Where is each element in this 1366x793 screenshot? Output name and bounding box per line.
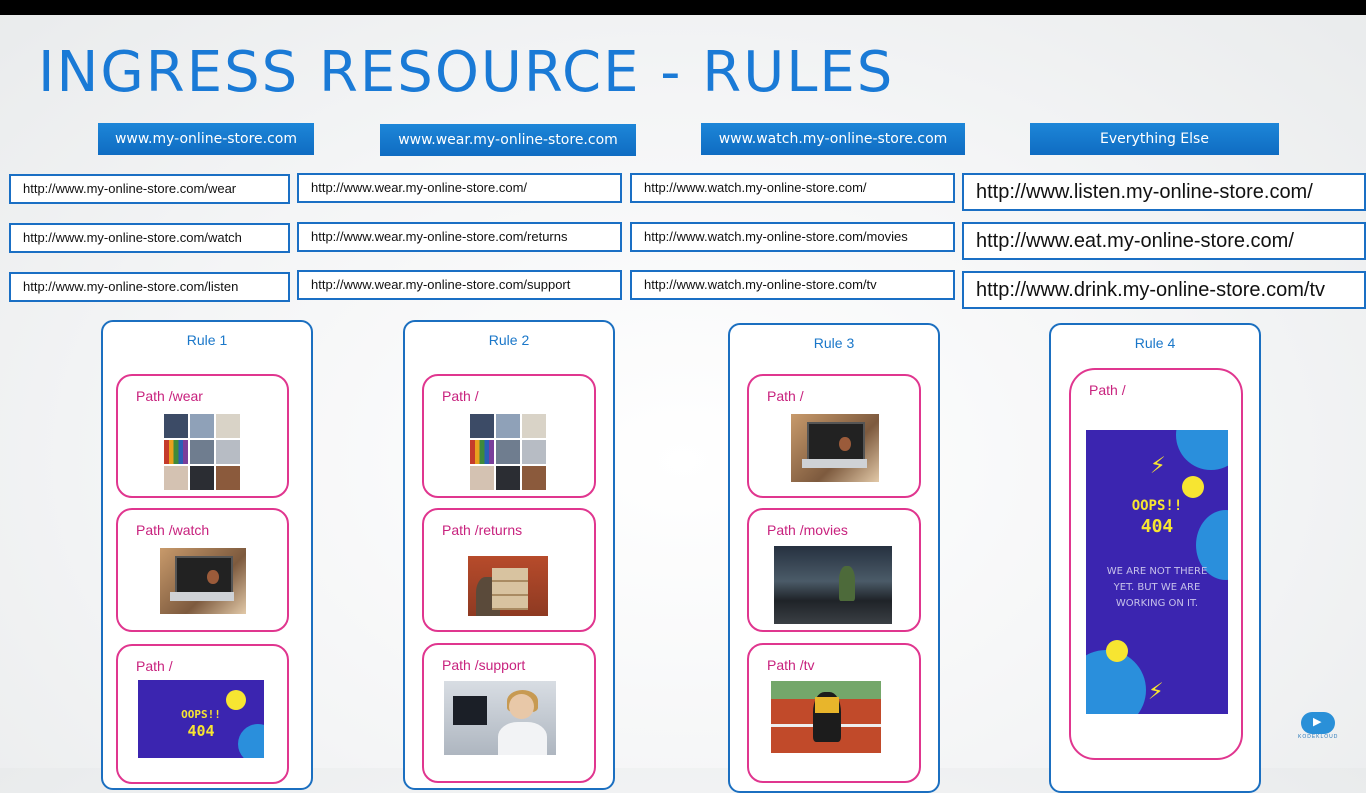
url-box: http://www.listen.my-online-store.com/ — [962, 173, 1366, 211]
returns-boxes-image — [468, 556, 548, 616]
path-root: Path / — [747, 374, 921, 498]
url-box: http://www.my-online-store.com/wear — [9, 174, 290, 204]
error-code: 404 — [1140, 516, 1174, 537]
path-label: Path /returns — [442, 522, 523, 538]
error-404-image: OOPS!! 404 — [138, 680, 264, 758]
url-box: http://www.wear.my-online-store.com/ — [297, 173, 622, 203]
path-root: Path / ⚡ ⚡ OOPS!! 404 WE ARE NOT THERE Y… — [1069, 368, 1243, 760]
rule-1-label: Rule 1 — [186, 332, 228, 348]
sports-runner-image — [771, 681, 881, 753]
url-box: http://www.wear.my-online-store.com/supp… — [297, 270, 622, 300]
path-support: Path /support — [422, 643, 596, 783]
laptop-video-image — [791, 414, 879, 482]
path-label: Path / — [136, 658, 173, 674]
url-box: http://www.my-online-store.com/listen — [9, 272, 290, 302]
logo-text: KODEKLOUD — [1298, 734, 1339, 740]
path-root: Path / OOPS!! 404 — [116, 644, 289, 784]
rule-2-label: Rule 2 — [488, 332, 530, 348]
path-label: Path /movies — [767, 522, 848, 538]
clothing-collage-image — [470, 414, 546, 490]
error-heading: OOPS!! — [1131, 498, 1183, 514]
path-label: Path /tv — [767, 657, 815, 673]
error-message: WE ARE NOT THERE YET. BUT WE ARE WORKING… — [1106, 566, 1208, 609]
path-label: Path /watch — [136, 522, 210, 538]
support-agent-image — [444, 681, 556, 755]
error-404-image: ⚡ ⚡ OOPS!! 404 WE ARE NOT THERE YET. BUT… — [1086, 430, 1228, 714]
path-label: Path / — [767, 388, 804, 404]
url-box: http://www.drink.my-online-store.com/tv — [962, 271, 1366, 309]
path-watch: Path /watch — [116, 508, 289, 632]
path-returns: Path /returns — [422, 508, 596, 632]
path-tv: Path /tv — [747, 643, 921, 783]
clothing-collage-image — [164, 414, 240, 490]
rule-4-label: Rule 4 — [1134, 335, 1176, 351]
path-root: Path / — [422, 374, 596, 498]
url-box: http://www.my-online-store.com/watch — [9, 223, 290, 253]
path-label: Path / — [1089, 382, 1126, 398]
path-label: Path /support — [442, 657, 526, 673]
laptop-video-image — [160, 548, 246, 614]
url-box: http://www.watch.my-online-store.com/ — [630, 173, 955, 203]
path-label: Path /wear — [136, 388, 203, 404]
url-box: http://www.watch.my-online-store.com/mov… — [630, 222, 955, 252]
host-header-1: www.my-online-store.com — [98, 123, 314, 155]
url-box: http://www.eat.my-online-store.com/ — [962, 222, 1366, 260]
path-wear: Path /wear — [116, 374, 289, 498]
rule-3-label: Rule 3 — [813, 335, 855, 351]
top-bar — [0, 0, 1366, 15]
host-header-4: Everything Else — [1030, 123, 1279, 155]
path-movies: Path /movies — [747, 508, 921, 632]
movie-scene-image — [774, 546, 892, 624]
url-box: http://www.wear.my-online-store.com/retu… — [297, 222, 622, 252]
kodekloud-logo: KODEKLOUD — [1298, 712, 1338, 740]
slide-title: INGRESS RESOURCE - RULES — [38, 40, 895, 105]
path-label: Path / — [442, 388, 479, 404]
host-header-3: www.watch.my-online-store.com — [701, 123, 965, 155]
url-box: http://www.watch.my-online-store.com/tv — [630, 270, 955, 300]
cloud-play-icon — [1301, 712, 1335, 734]
host-header-2: www.wear.my-online-store.com — [380, 124, 636, 156]
